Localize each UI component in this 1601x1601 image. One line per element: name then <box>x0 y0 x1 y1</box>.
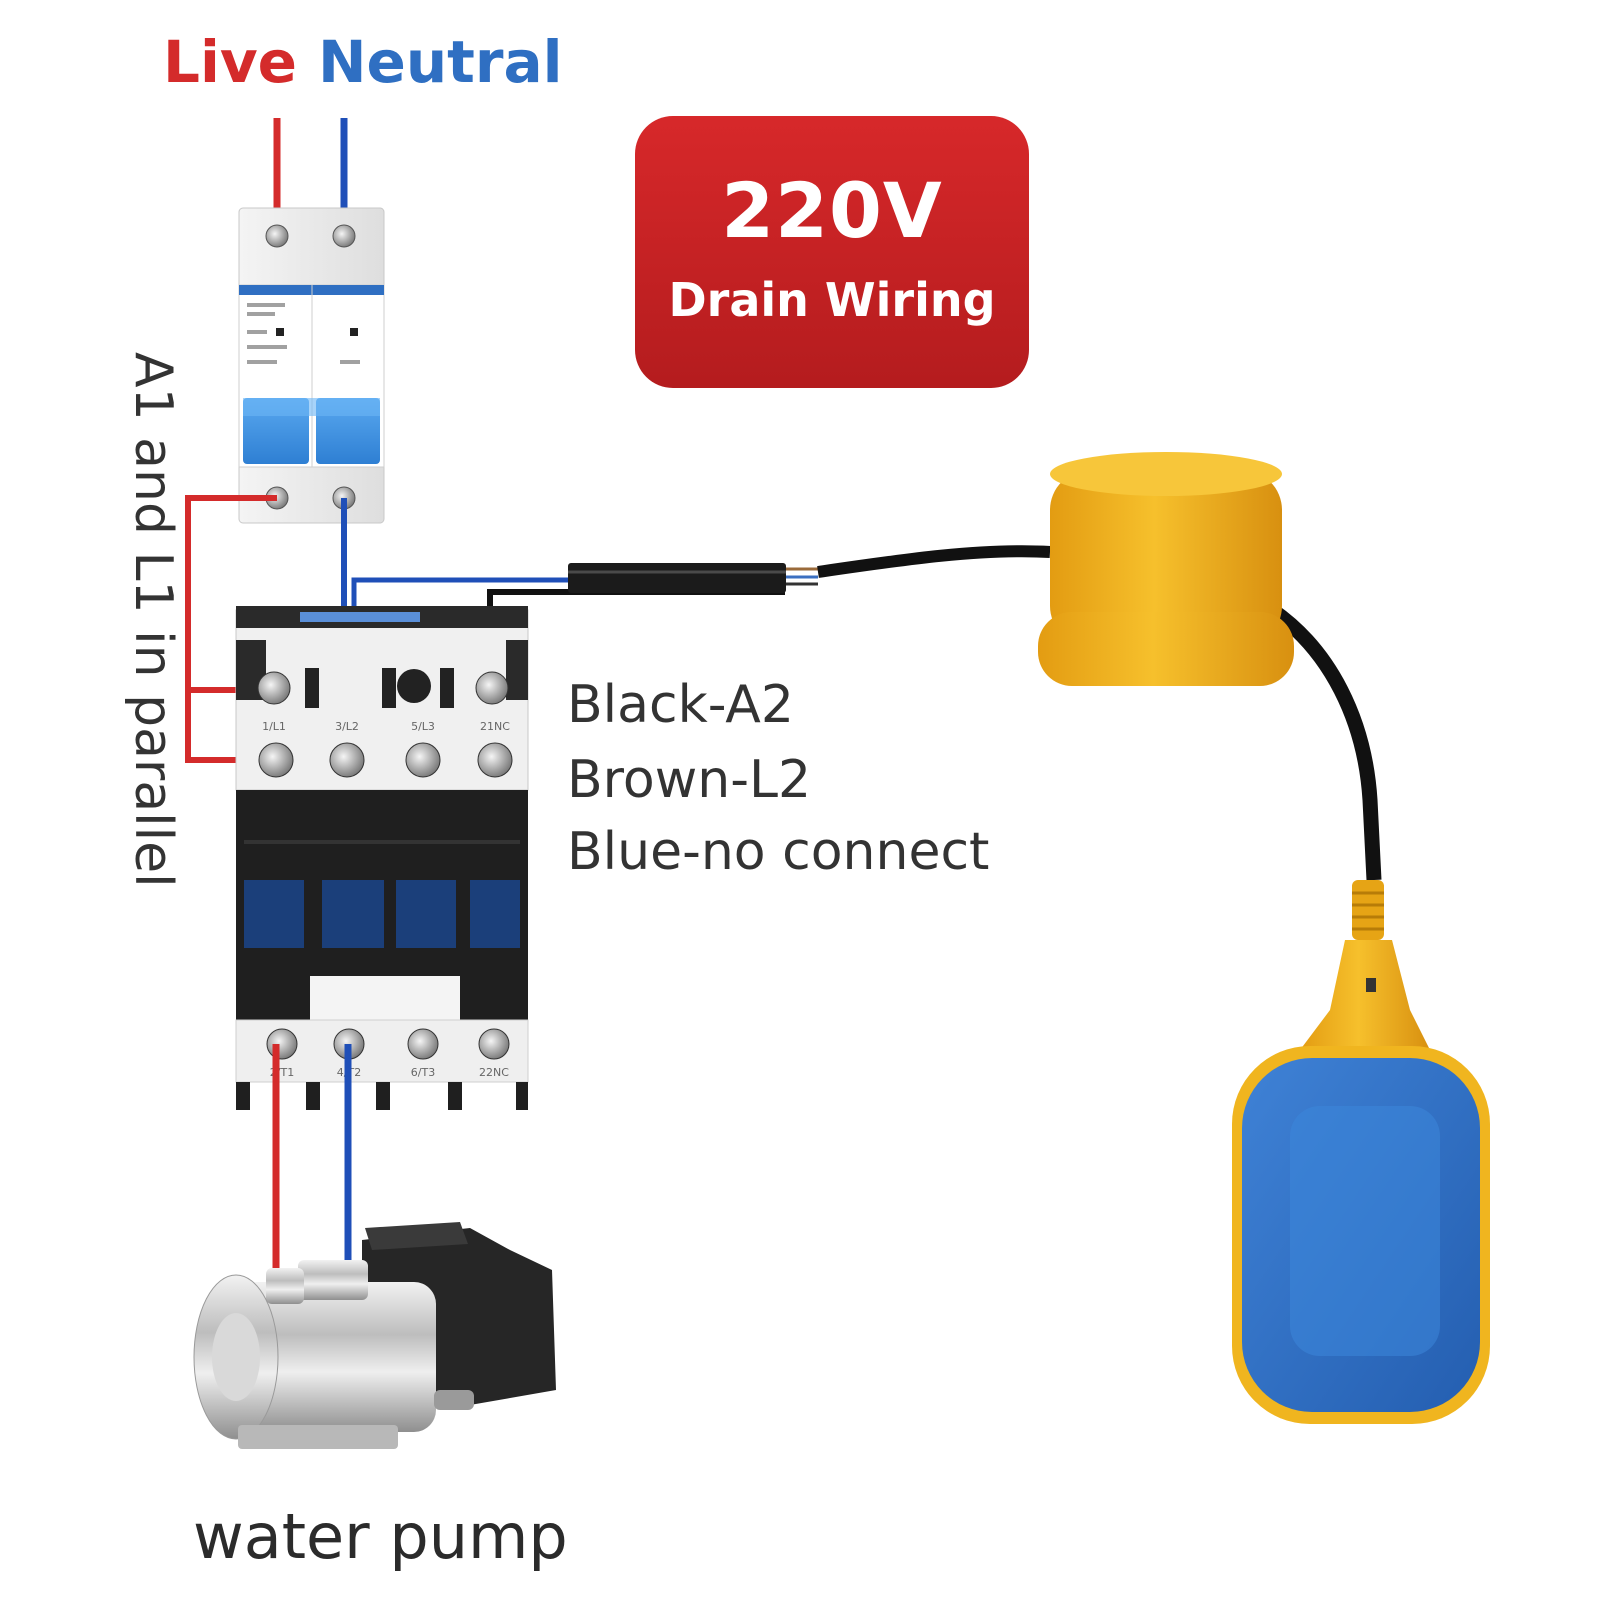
badge-subtitle: Drain Wiring <box>668 273 996 327</box>
float-switch <box>817 452 1490 1424</box>
pump-label: water pump <box>193 1500 568 1573</box>
terminal-label-bottom-3: 6/T3 <box>411 1066 435 1079</box>
terminal-label-top-4: 21NC <box>480 720 510 733</box>
wire-note-black: Black-A2 <box>567 675 794 735</box>
live-label: Live <box>163 28 297 96</box>
switch-cable-sheath <box>568 563 818 593</box>
wire-note-blue: Blue-no connect <box>567 822 990 882</box>
water-pump <box>193 1222 556 1449</box>
terminal-label-top-1: 1/L1 <box>262 720 286 733</box>
terminal-label-top-2: 3/L2 <box>335 720 359 733</box>
voltage-badge: 220V Drain Wiring <box>635 116 1029 388</box>
terminal-label-bottom-4: 22NC <box>479 1066 509 1079</box>
badge-voltage: 220V <box>721 166 943 255</box>
wire-note-brown: Brown-L2 <box>567 750 812 810</box>
contactor <box>235 606 529 1110</box>
circuit-breaker <box>238 207 385 524</box>
terminal-label-top-3: 5/L3 <box>411 720 435 733</box>
neutral-label: Neutral <box>318 28 563 96</box>
parallel-note: A1 and L1 in parallel <box>123 352 183 888</box>
